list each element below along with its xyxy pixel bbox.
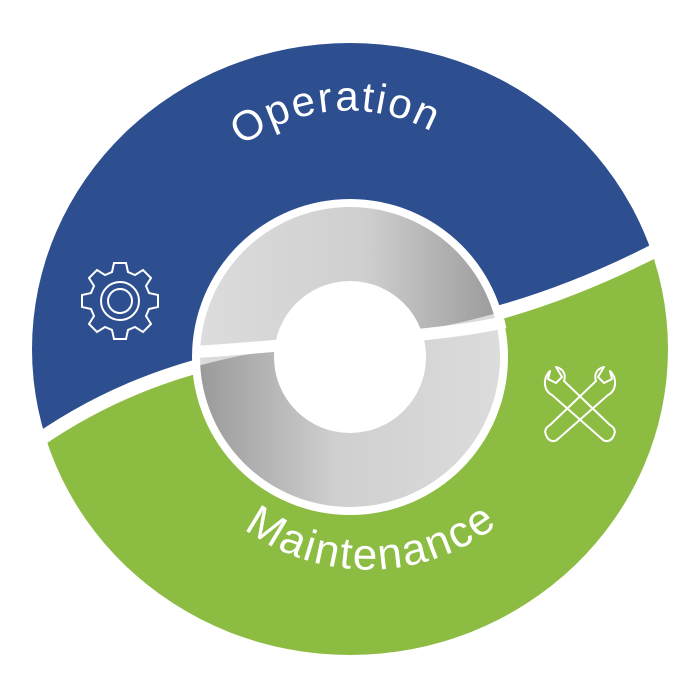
gear-icon — [81, 262, 159, 340]
wrench-cross-icon — [544, 366, 616, 443]
center-hole — [274, 281, 426, 433]
